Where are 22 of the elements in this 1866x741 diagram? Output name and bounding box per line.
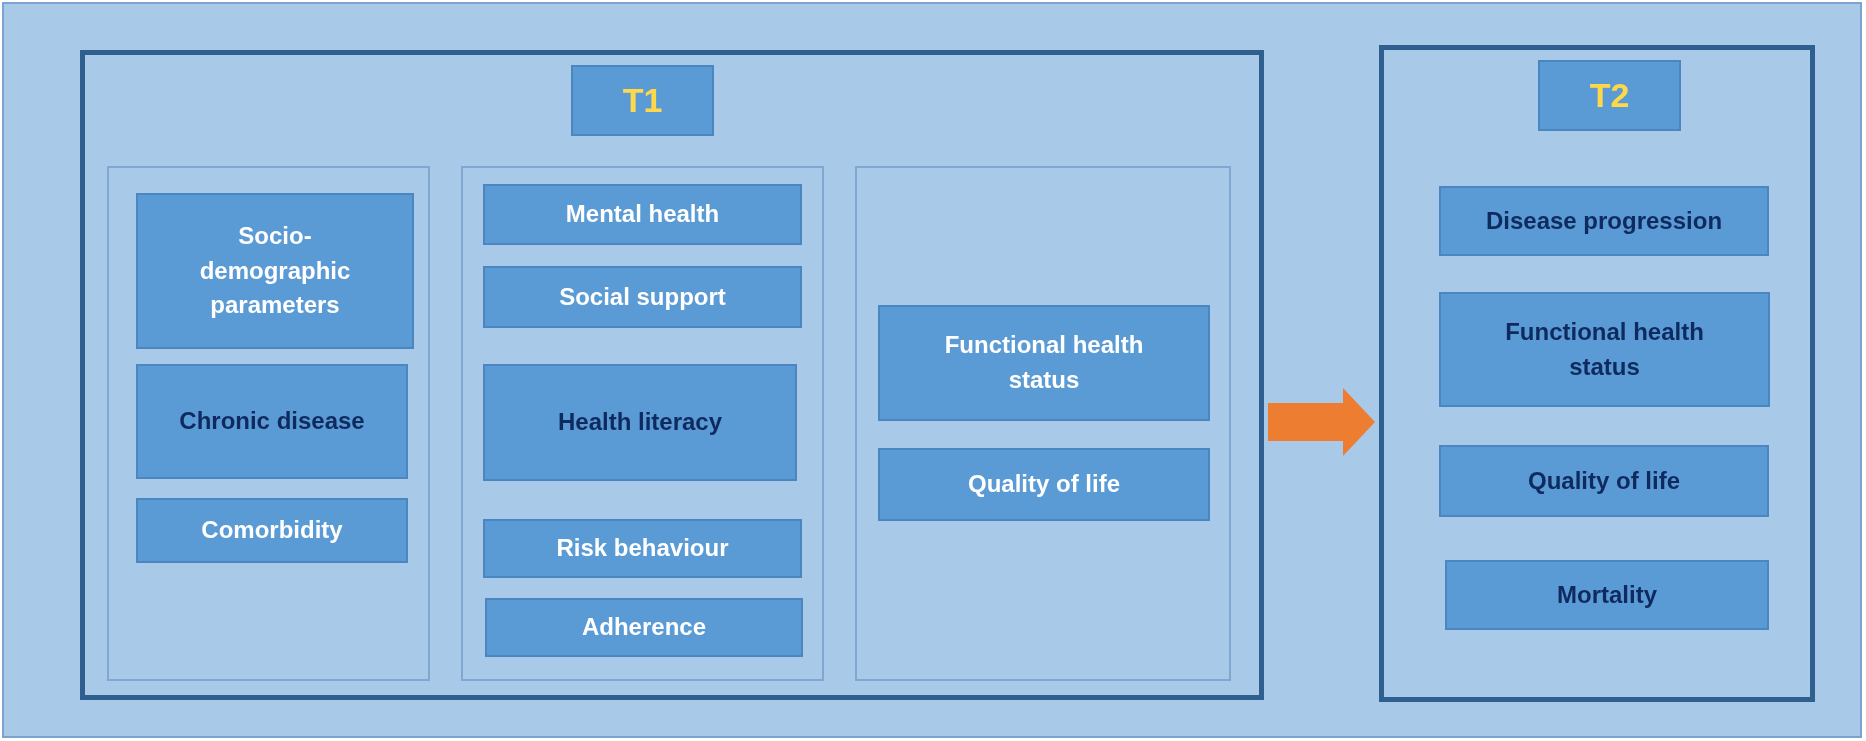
factor-box: Mortality xyxy=(1445,560,1769,630)
block-arrow xyxy=(1268,388,1375,456)
factor-box: Functional health status xyxy=(878,305,1210,421)
factor-box: Disease progression xyxy=(1439,186,1769,256)
time-point-tab: T2 xyxy=(1538,60,1681,131)
factor-box: Mental health xyxy=(483,184,802,245)
group-frame xyxy=(1379,45,1815,702)
factor-box: Health literacy xyxy=(483,364,797,481)
factor-box: Comorbidity xyxy=(136,498,408,563)
factor-box: Quality of life xyxy=(878,448,1210,521)
group-panel xyxy=(855,166,1231,681)
factor-box: Social support xyxy=(483,266,802,328)
group-panel xyxy=(107,166,430,681)
factor-box: Socio-demographic parameters xyxy=(136,193,414,349)
factor-box: Quality of life xyxy=(1439,445,1769,517)
factor-box: Chronic disease xyxy=(136,364,408,479)
group-frame xyxy=(80,50,1264,700)
factor-box: Risk behaviour xyxy=(483,519,802,578)
factor-box: Adherence xyxy=(485,598,803,657)
time-point-tab: T1 xyxy=(571,65,714,136)
group-panel xyxy=(461,166,824,681)
factor-box: Functional health status xyxy=(1439,292,1770,407)
